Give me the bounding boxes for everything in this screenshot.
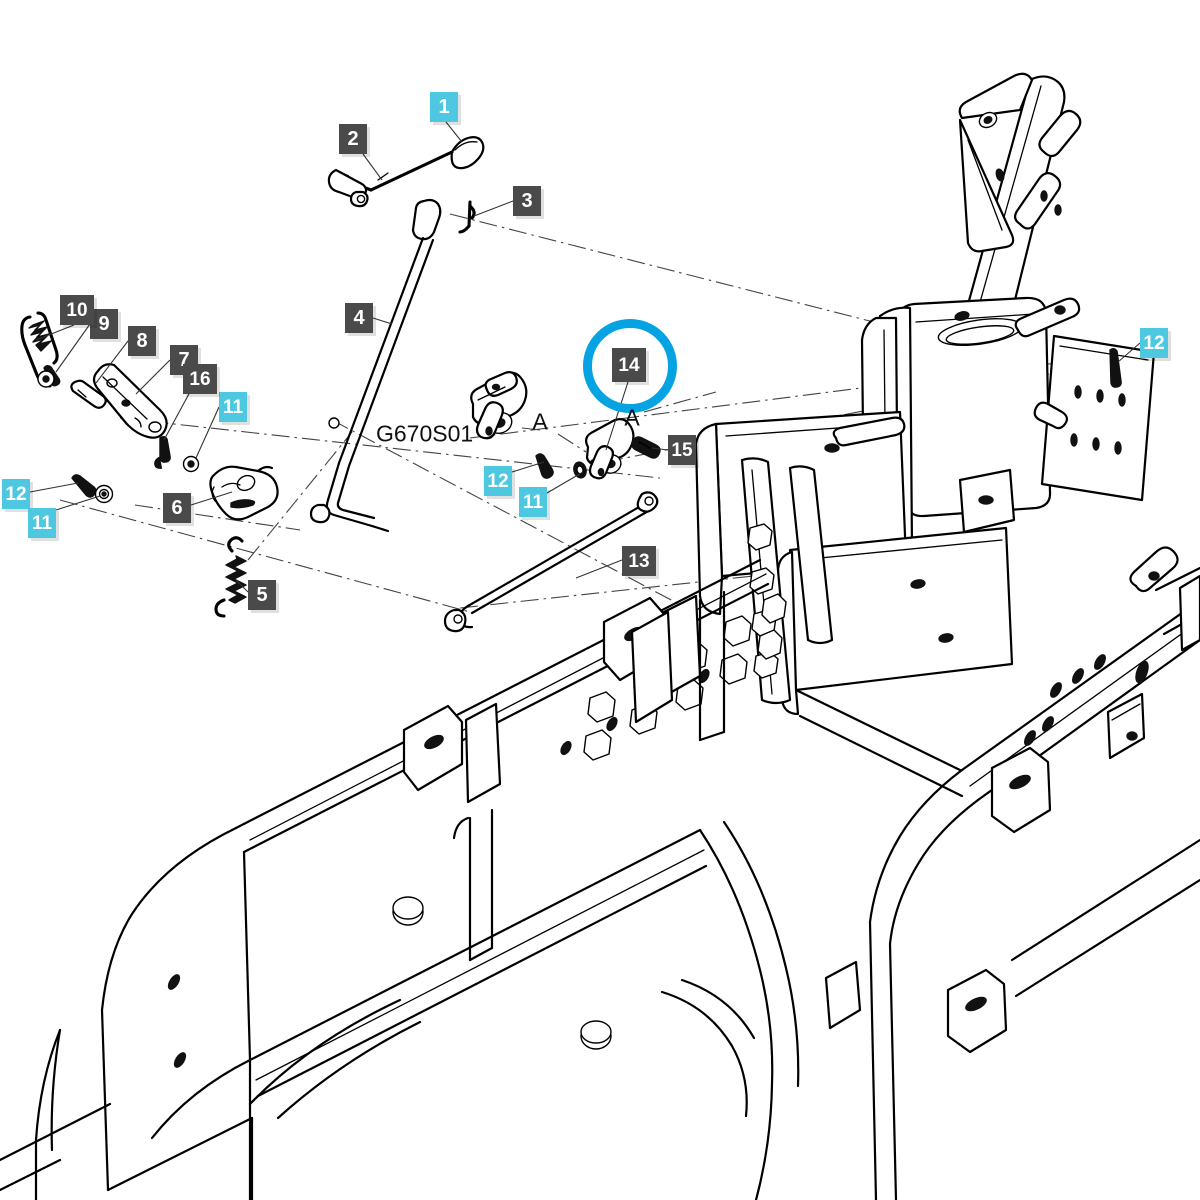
callout-badge-14[interactable]: 14 bbox=[612, 348, 646, 382]
part-5-tension-spring bbox=[214, 536, 247, 618]
frame-deck-arc bbox=[660, 820, 800, 1200]
callout-badge-1[interactable]: 1 bbox=[430, 92, 458, 122]
callout-badge-8[interactable]: 8 bbox=[128, 326, 156, 356]
part-6-rod-end-yoke bbox=[209, 465, 279, 521]
part-12-right-washer bbox=[1109, 348, 1122, 388]
part-2-lever-rod bbox=[327, 150, 454, 208]
frame-upright-mast bbox=[958, 72, 1082, 340]
part-15-pin bbox=[631, 436, 661, 459]
frame-cross-member bbox=[630, 590, 964, 798]
part-10-hook-spring bbox=[20, 311, 59, 388]
callout-badge-6[interactable]: 6 bbox=[163, 493, 191, 523]
part-14-pivot-bush bbox=[584, 417, 635, 480]
frame-right-mount-plate bbox=[1033, 334, 1156, 502]
callout-badge-2[interactable]: 2 bbox=[339, 124, 367, 154]
part-12-11-centre-hardware bbox=[535, 453, 587, 479]
section-mark-a-right: A bbox=[624, 404, 640, 431]
part-g670s01-pivot-bush bbox=[470, 371, 528, 440]
part-7-bracket-plate bbox=[92, 363, 168, 439]
callout-badge-12[interactable]: 12 bbox=[1140, 328, 1168, 358]
part-3-cotter-pin bbox=[458, 200, 476, 234]
callout-badge-11[interactable]: 11 bbox=[28, 508, 56, 538]
callout-badge-4[interactable]: 4 bbox=[345, 303, 373, 333]
part-1-sleeve bbox=[450, 136, 485, 170]
callout-badge-16[interactable]: 16 bbox=[183, 364, 217, 394]
part-4-link-rod bbox=[309, 198, 442, 533]
frame-right-rail bbox=[824, 598, 1200, 1054]
callout-badge-11[interactable]: 11 bbox=[519, 487, 547, 517]
frame-top-right-details bbox=[1129, 546, 1179, 593]
callout-badge-10[interactable]: 10 bbox=[60, 295, 94, 325]
frame-right-lower bbox=[868, 566, 1200, 1200]
part-16-11-centre-hardware bbox=[154, 436, 200, 473]
part-8-bolt bbox=[70, 379, 107, 409]
callout-badge-11[interactable]: 11 bbox=[219, 392, 247, 422]
callout-badge-3[interactable]: 3 bbox=[513, 186, 541, 216]
callout-badge-9[interactable]: 9 bbox=[90, 309, 118, 339]
part-11-12-left-hardware bbox=[71, 474, 114, 504]
section-mark-a-left: A bbox=[532, 408, 548, 435]
part-13-wire-rod bbox=[443, 491, 659, 633]
callout-badge-13[interactable]: 13 bbox=[622, 546, 656, 576]
part-code-label: G670S01 bbox=[376, 420, 474, 447]
frame-bed-panels bbox=[0, 808, 708, 1200]
callout-badge-12[interactable]: 12 bbox=[484, 466, 512, 496]
callout-badge-15[interactable]: 15 bbox=[668, 435, 696, 465]
callout-badge-5[interactable]: 5 bbox=[248, 580, 276, 610]
callout-badge-12[interactable]: 12 bbox=[2, 479, 30, 509]
